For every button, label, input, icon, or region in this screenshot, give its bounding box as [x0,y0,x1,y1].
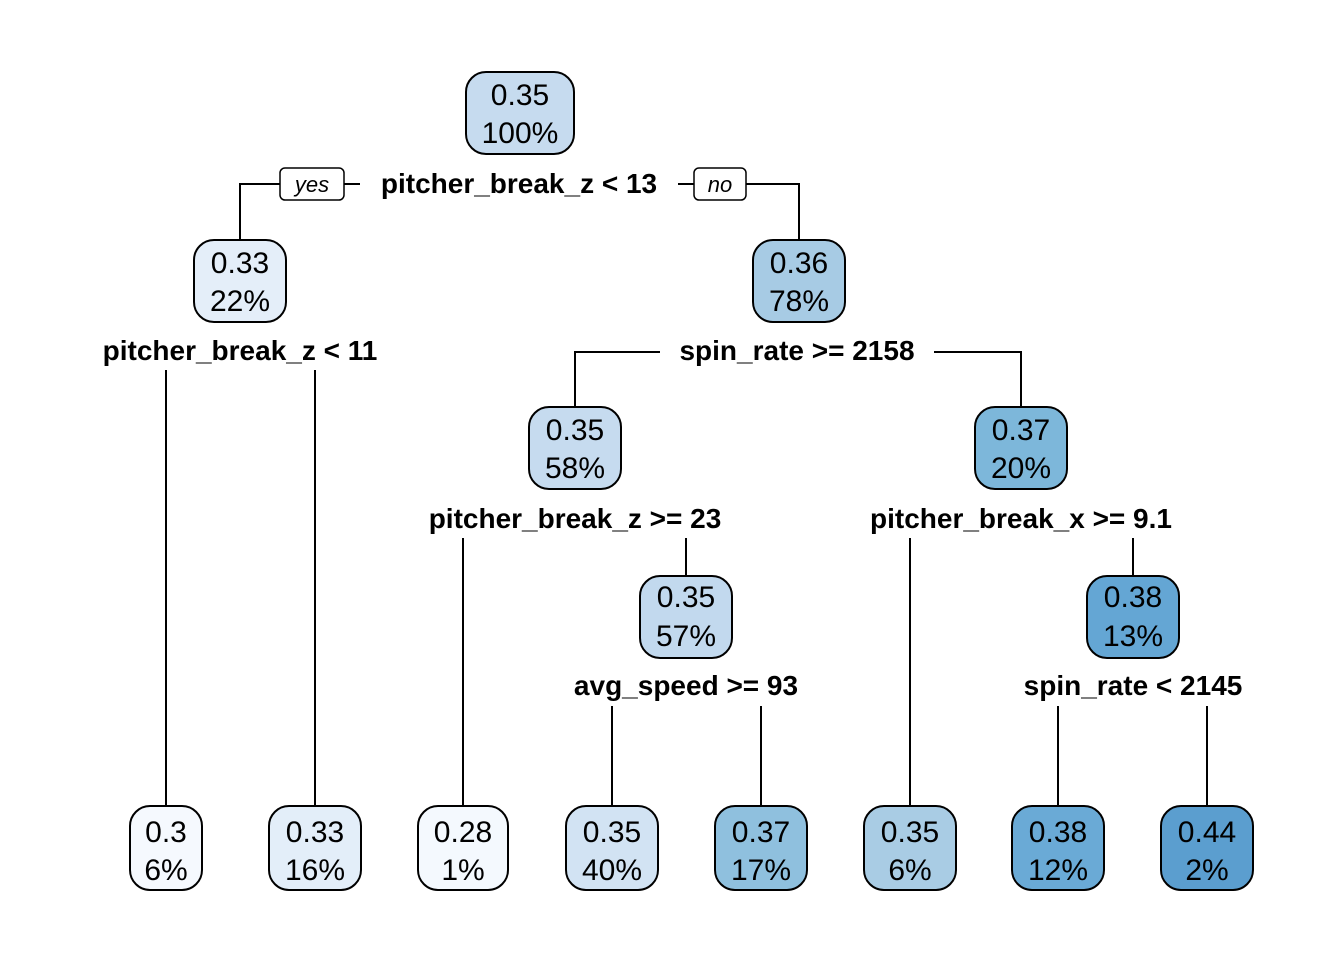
split-label-root: pitcher_break_z < 13 [381,168,657,199]
branch-label-no-text: no [708,172,732,197]
node-value: 0.35 [657,581,715,614]
edge-root-left [239,183,280,240]
node-value: 0.33 [211,247,269,280]
tree-edges [165,183,1208,806]
leaf-node-2: 0.33 16% [268,805,362,891]
node-n-rlr: 0.35 57% [639,575,733,659]
branch-label-yes: yes [279,167,345,201]
node-n-rl: 0.35 58% [528,406,622,490]
split-label-n-r: spin_rate >= 2158 [679,335,914,366]
split-label-n-rl: pitcher_break_z >= 23 [429,503,722,534]
node-value: 0.38 [1104,581,1162,614]
node-n-rrr: 0.38 13% [1086,575,1180,659]
node-percent: 17% [731,854,791,887]
edge-nr-left [574,351,660,407]
node-value: 0.33 [286,816,344,849]
leaf-node-6: 0.35 6% [863,805,957,891]
branch-label-no: no [693,167,747,201]
split-label-n-rrr: spin_rate < 2145 [1024,670,1243,701]
node-percent: 6% [888,854,931,887]
node-percent: 40% [582,854,642,887]
node-percent: 20% [991,452,1051,485]
node-percent: 57% [656,620,716,653]
node-percent: 78% [769,285,829,318]
node-value: 0.44 [1178,816,1236,849]
leaf-node-3: 0.28 1% [417,805,509,891]
node-value: 0.35 [881,816,939,849]
node-value: 0.37 [732,816,790,849]
split-label-n-rr: pitcher_break_x >= 9.1 [870,503,1172,534]
leaf-node-4: 0.35 40% [565,805,659,891]
node-percent: 1% [441,854,484,887]
node-value: 0.35 [583,816,641,849]
node-n-r: 0.36 78% [752,239,846,323]
node-percent: 13% [1103,620,1163,653]
node-value: 0.38 [1029,816,1087,849]
node-value: 0.28 [434,816,492,849]
edge-nr-right [934,351,1022,407]
split-label-n-l: pitcher_break_z < 11 [103,335,378,366]
node-percent: 6% [144,854,187,887]
edge-root-right [746,183,800,240]
node-percent: 58% [545,452,605,485]
node-value: 0.37 [992,414,1050,447]
leaf-node-1: 0.3 6% [129,805,203,891]
split-label-n-rlr: avg_speed >= 93 [574,670,798,701]
node-value: 0.35 [546,414,604,447]
node-percent: 2% [1185,854,1228,887]
node-root: 0.35 100% [465,71,575,155]
node-n-l: 0.33 22% [193,239,287,323]
node-percent: 16% [285,854,345,887]
node-percent: 12% [1028,854,1088,887]
node-n-rr: 0.37 20% [974,406,1068,490]
node-value: 0.3 [145,816,187,849]
leaf-node-8: 0.44 2% [1160,805,1254,891]
branch-label-yes-text: yes [293,172,329,197]
leaf-node-5: 0.37 17% [714,805,808,891]
leaf-node-7: 0.38 12% [1011,805,1105,891]
node-percent: 22% [210,285,270,318]
node-value: 0.35 [491,79,549,112]
node-value: 0.36 [770,247,828,280]
node-percent: 100% [482,117,559,150]
